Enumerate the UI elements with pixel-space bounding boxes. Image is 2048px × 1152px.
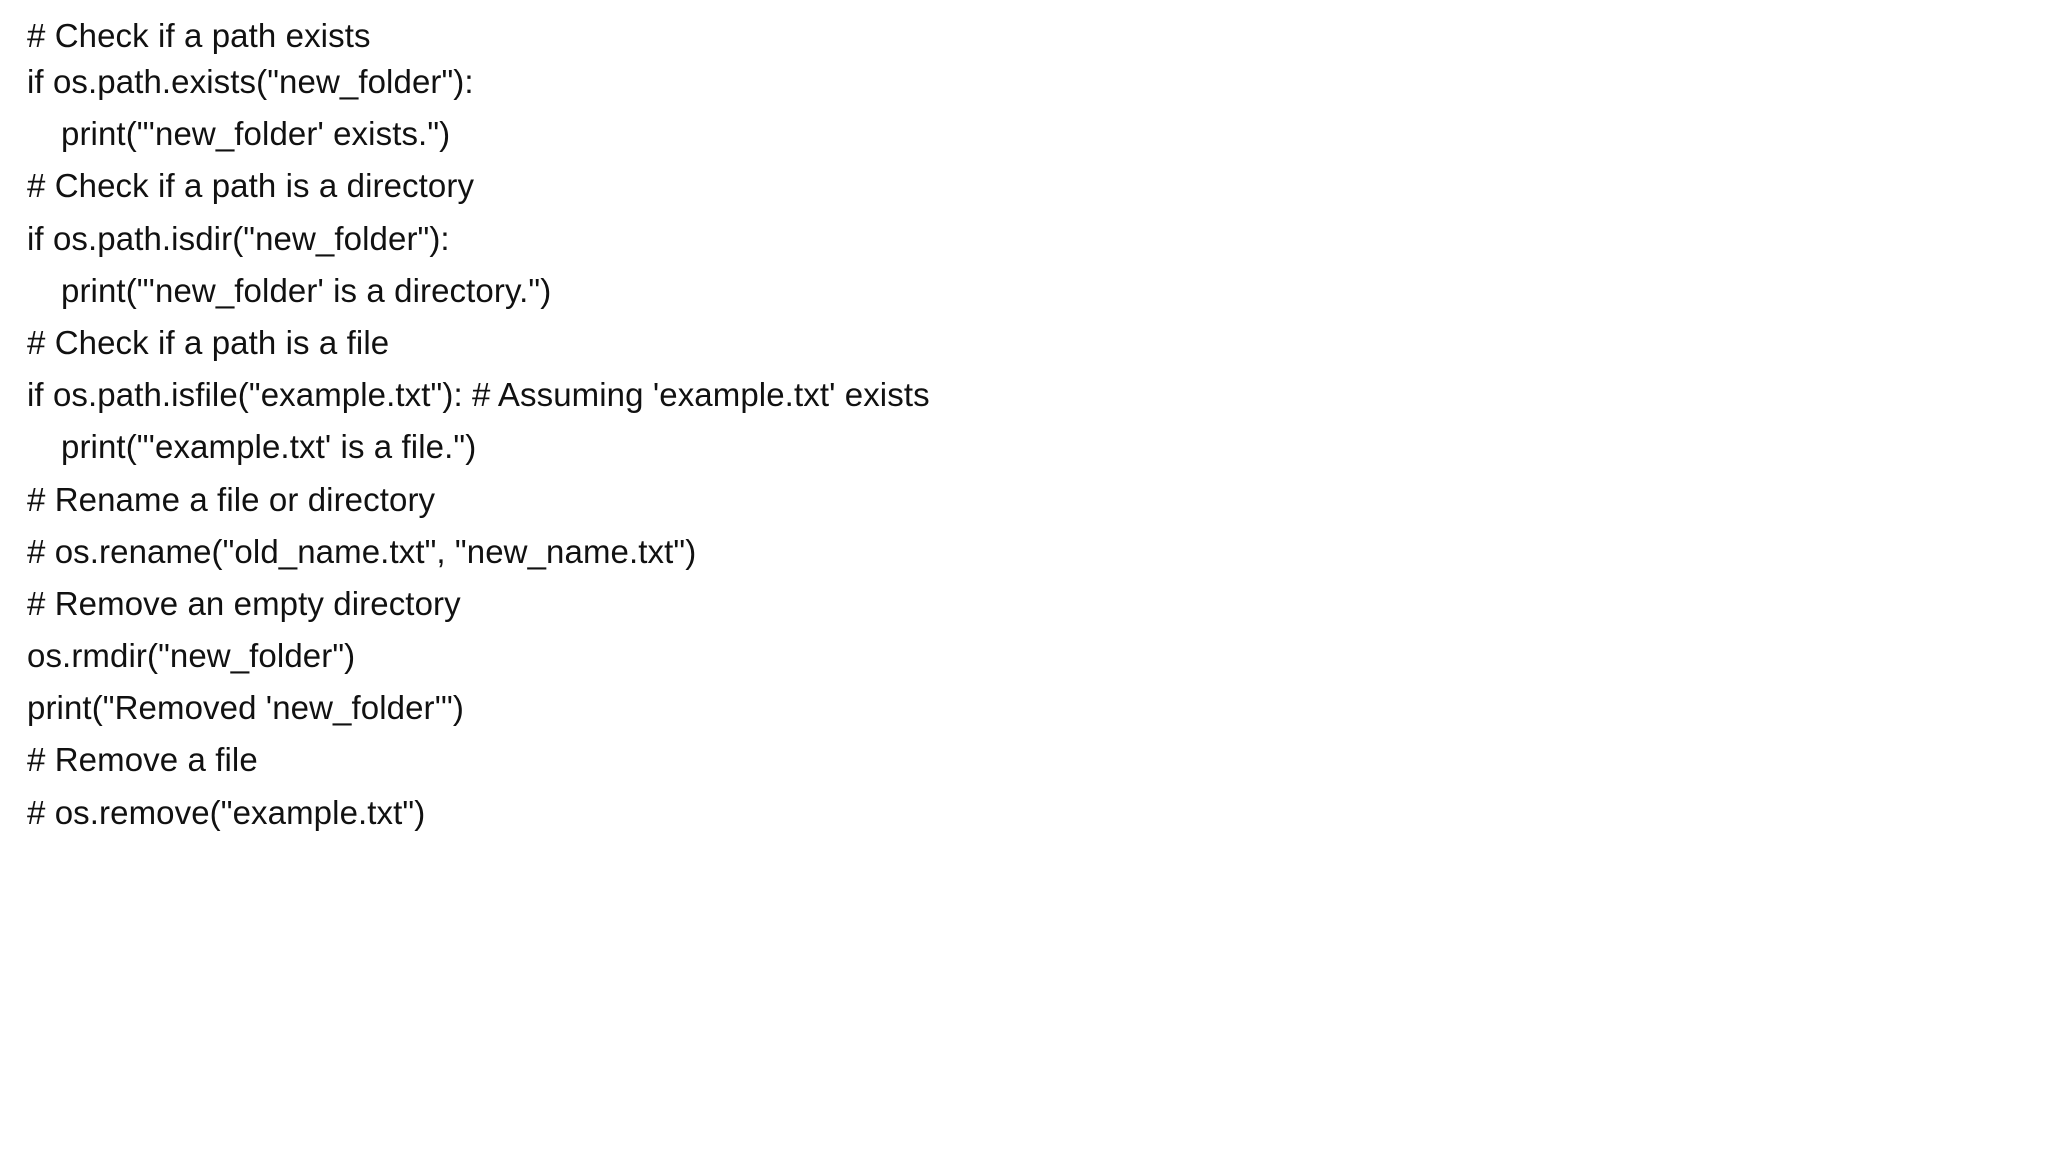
code-line: # Check if a path exists <box>27 17 371 54</box>
code-line: if os.path.isfile("example.txt"): # Assu… <box>27 376 930 414</box>
code-line: if os.path.exists("new_folder"): <box>27 63 474 100</box>
code-line: print("Removed 'new_folder'") <box>27 689 464 727</box>
code-line: print("'new_folder' is a directory.") <box>61 271 552 309</box>
code-line: # os.rename("old_name.txt", "new_name.tx… <box>27 532 697 570</box>
code-line: # Rename a file or directory <box>27 480 436 518</box>
code-line: # Check if a path is a file <box>27 323 390 361</box>
code-line: os.rmdir("new_folder") <box>27 637 356 675</box>
code-line: # Remove an empty directory <box>27 584 461 622</box>
code-line: # Check if a path is a directory <box>27 167 475 205</box>
code-line: print("'example.txt' is a file.") <box>61 428 477 466</box>
code-line: # Remove a file <box>27 741 258 779</box>
code-line: if os.path.isdir("new_folder"): <box>27 219 450 257</box>
code-line: print("'new_folder' exists.") <box>61 115 451 153</box>
code-line: # os.remove("example.txt") <box>27 793 426 831</box>
